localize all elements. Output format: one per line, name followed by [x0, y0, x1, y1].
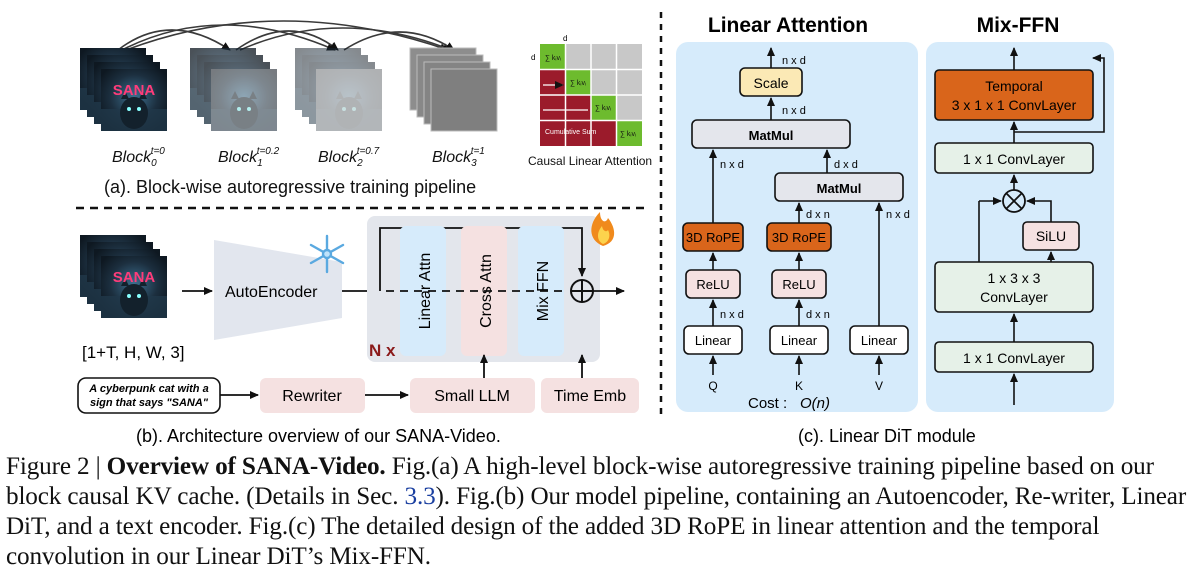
- input-shape-label: [1+T, H, W, 3]: [82, 343, 185, 362]
- panel-a: SANA Block0t=0 Block1t=0.2: [80, 20, 652, 197]
- panel-c-caption: (c). Linear DiT module: [798, 426, 976, 446]
- matmul-inner-block: [774, 172, 904, 202]
- relu-k-label: ReLU: [782, 277, 815, 292]
- matmul-outer-label: MatMul: [749, 128, 794, 143]
- scale-label: Scale: [753, 75, 788, 91]
- dim-q-linear-out: n x d: [720, 309, 744, 321]
- figure-caption: Figure 2 | Overview of SANA-Video. Fig.(…: [6, 452, 1196, 572]
- input-k: K: [795, 379, 803, 393]
- time-emb-block: [541, 378, 639, 413]
- conv1x1-bottom-block: [934, 341, 1094, 373]
- linear-attention-title: Linear Attention: [708, 14, 868, 37]
- matmul-outer-block: [691, 119, 851, 149]
- matrix-axis-top: d: [563, 34, 567, 43]
- linear-q-block: [683, 325, 743, 355]
- autoencoder-block: [214, 240, 342, 340]
- block-0-frames: SANA: [80, 48, 167, 131]
- block-1-label: Block1t=0.2: [218, 146, 280, 169]
- causal-attention-matrix: d d ∑ kᵢvᵢ ∑ kᵢvᵢ ∑ kᵢvᵢ ∑ kᵢvᵢ: [528, 34, 652, 168]
- input-q: Q: [708, 379, 717, 393]
- linear-k-label: Linear: [781, 333, 818, 348]
- panel-b: SANA [1+T, H, W, 3] AutoEncoder Linear A…: [77, 212, 639, 446]
- trainable-fire-icon: [591, 212, 615, 246]
- cumulative-sum-label: Cumulative Sum: [545, 129, 597, 136]
- conv1x1-top-label: 1 x 1 ConvLayer: [963, 151, 1065, 167]
- panel-c: Linear Attention Scale n x d n x d MatMu…: [676, 14, 1114, 446]
- rope-q-label: 3D RoPE: [686, 230, 741, 245]
- section-ref-link[interactable]: 3.3: [404, 483, 436, 510]
- small-llm-label: Small LLM: [434, 388, 510, 405]
- conv1x1-top-block: [934, 142, 1094, 174]
- dim-matmul2-out: d x d: [834, 159, 858, 171]
- dim-matmul1-out: n x d: [782, 105, 806, 117]
- linear-attn-label: Linear Attn: [417, 253, 434, 330]
- neon-sign-text: SANA: [113, 82, 156, 99]
- block-3-frames: [409, 47, 498, 132]
- dim-q-rope-out: n x d: [720, 159, 744, 171]
- causal-attention-title: Causal Linear Attention: [528, 154, 652, 168]
- relu-q-block: [685, 269, 741, 299]
- block-2-label: Block2t=0.7: [318, 146, 380, 169]
- rewriter-label: Rewriter: [282, 388, 342, 405]
- repeat-n-label: N x: [369, 341, 396, 360]
- conv3x3-block: [934, 261, 1094, 313]
- relu-q-label: ReLU: [696, 277, 729, 292]
- autoencoder-label: AutoEncoder: [225, 284, 318, 301]
- svg-text:∑ kᵢvᵢ: ∑ kᵢvᵢ: [595, 105, 611, 112]
- rewriter-block: [260, 378, 365, 413]
- svg-text:∑ kᵢvᵢ: ∑ kᵢvᵢ: [545, 55, 561, 62]
- dim-scale-out: n x d: [782, 55, 806, 67]
- svg-text:∑ kᵢvᵢ: ∑ kᵢvᵢ: [570, 80, 586, 87]
- svg-text:∑ kᵢvᵢ: ∑ kᵢvᵢ: [620, 131, 636, 138]
- dim-k-rope-out: d x n: [806, 209, 830, 221]
- temporal-conv-label-2: 3 x 1 x 1 ConvLayer: [952, 97, 1077, 113]
- rope-k-label: 3D RoPE: [772, 230, 827, 245]
- input-video-frames: SANA: [80, 235, 167, 318]
- neon-sign-text-b: SANA: [113, 269, 156, 286]
- panel-b-caption: (b). Architecture overview of our SANA-V…: [136, 426, 501, 446]
- linear-q-label: Linear: [695, 333, 732, 348]
- conv1x1-bottom-label: 1 x 1 ConvLayer: [963, 350, 1065, 366]
- autoregressive-arcs: [117, 20, 455, 52]
- multiply-icon: [1002, 189, 1026, 213]
- time-emb-label: Time Emb: [554, 388, 626, 405]
- cost-label: Cost :: [748, 395, 787, 412]
- panel-a-caption: (a). Block-wise autoregressive training …: [104, 177, 476, 197]
- mix-ffn-title: Mix-FFN: [977, 14, 1060, 37]
- small-llm-block: [410, 378, 535, 413]
- caption-text-a: Fig.(a) A high-level block-wise autoregr…: [6, 453, 1154, 510]
- silu-label: SiLU: [1036, 228, 1066, 244]
- conv3x3-label-2: ConvLayer: [980, 289, 1048, 305]
- dim-v-out: n x d: [886, 209, 910, 221]
- matrix-axis-left: d: [531, 53, 535, 62]
- caption-lead: Figure 2 |: [6, 453, 101, 480]
- figure-diagram: SANA Block0t=0 Block1t=0.2: [76, 12, 1114, 446]
- linear-v-label: Linear: [861, 333, 898, 348]
- caption-title: Overview of SANA-Video.: [106, 453, 386, 480]
- linear-v-block: [849, 325, 909, 355]
- conv3x3-label-1: 1 x 3 x 3: [988, 270, 1041, 286]
- frozen-snowflake-icon: [309, 234, 345, 274]
- matmul-inner-label: MatMul: [817, 181, 862, 196]
- block-0-label: Block0t=0: [112, 146, 165, 169]
- prompt-line-1: A cyberpunk cat with a: [88, 383, 208, 395]
- input-v: V: [875, 379, 883, 393]
- rope-k-block: [766, 222, 832, 252]
- relu-k-block: [771, 269, 827, 299]
- caption-text-b: ). Fig.(b) Our model pipeline, containin…: [6, 483, 1187, 570]
- linear-attn-block: [400, 226, 446, 356]
- mix-ffn-panel: [926, 42, 1114, 412]
- prompt-line-2: sign that says "SANA": [90, 397, 209, 409]
- cost-expression: O(n): [800, 395, 830, 412]
- block-2-frames: [295, 48, 382, 131]
- dim-k-linear-out: d x n: [806, 309, 830, 321]
- rope-q-block: [682, 222, 744, 252]
- block-3-label: Block3t=1: [432, 146, 485, 169]
- block-1-frames: [190, 48, 277, 131]
- linear-k-block: [769, 325, 829, 355]
- temporal-conv-label-1: Temporal: [985, 78, 1043, 94]
